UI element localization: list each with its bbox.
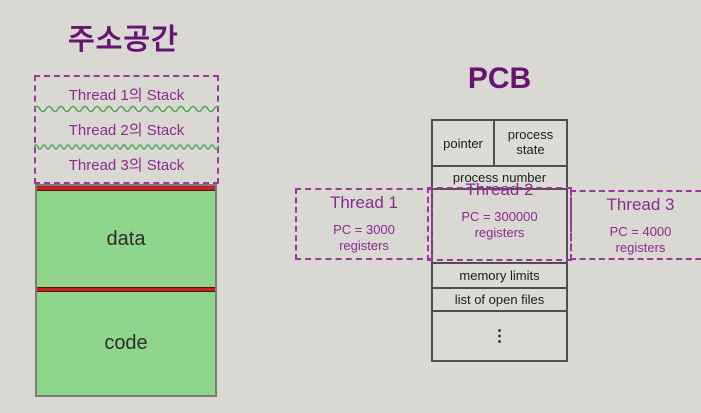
red-separator [37, 186, 215, 191]
thread1-stack-label: Thread 1의 Stack [68, 87, 185, 104]
thread1-pc: PC = 3000 [333, 222, 395, 237]
thread2-name: Thread 2 [465, 180, 534, 199]
thread1-name: Thread 1 [329, 193, 399, 212]
thread3-name: Thread 3 [606, 195, 675, 214]
memory-limits-cell: memory limits [433, 262, 566, 287]
wavy-divider-icon [34, 105, 219, 113]
data-segment: data [106, 227, 146, 250]
thread2-context-box: Thread 2 PC = 300000 registers [427, 180, 572, 261]
thread2-stack-label: Thread 2의 Stack [68, 122, 185, 139]
open-files-cell: list of open files [433, 287, 566, 310]
pcb-row-pointer-state: pointer process state [433, 121, 566, 165]
pointer-cell: pointer [433, 121, 495, 165]
thread3-context-box: Thread 3 PC = 4000 registers [570, 190, 701, 260]
address-space-title: 주소공간 [68, 24, 179, 56]
wavy-divider-icon [34, 144, 219, 150]
thread2-pc: PC = 300000 [461, 209, 538, 224]
thread-register-region [433, 188, 566, 262]
thread2-registers: registers [474, 225, 525, 240]
memory-layout-box: data code [35, 184, 217, 397]
red-separator [37, 287, 215, 292]
thread1-registers: registers [339, 238, 389, 253]
thread-stacks-box: Thread 1의 Stack Thread 2의 Stack Thread 3… [34, 75, 219, 184]
ellipsis-cell: ⋮ [433, 310, 566, 360]
pcb-table: pointer process state process number mem… [431, 119, 568, 362]
code-segment: code [104, 332, 148, 354]
thread3-stack-label: Thread 3의 Stack [68, 157, 185, 174]
thread3-pc: PC = 4000 [609, 224, 672, 239]
process-state-cell: process state [507, 127, 554, 157]
thread1-context-box: Thread 1 PC = 3000 registers [295, 188, 433, 260]
pcb-title: PCB [467, 62, 532, 95]
process-number-cell: process number [433, 165, 566, 188]
thread3-registers: registers [615, 240, 666, 255]
